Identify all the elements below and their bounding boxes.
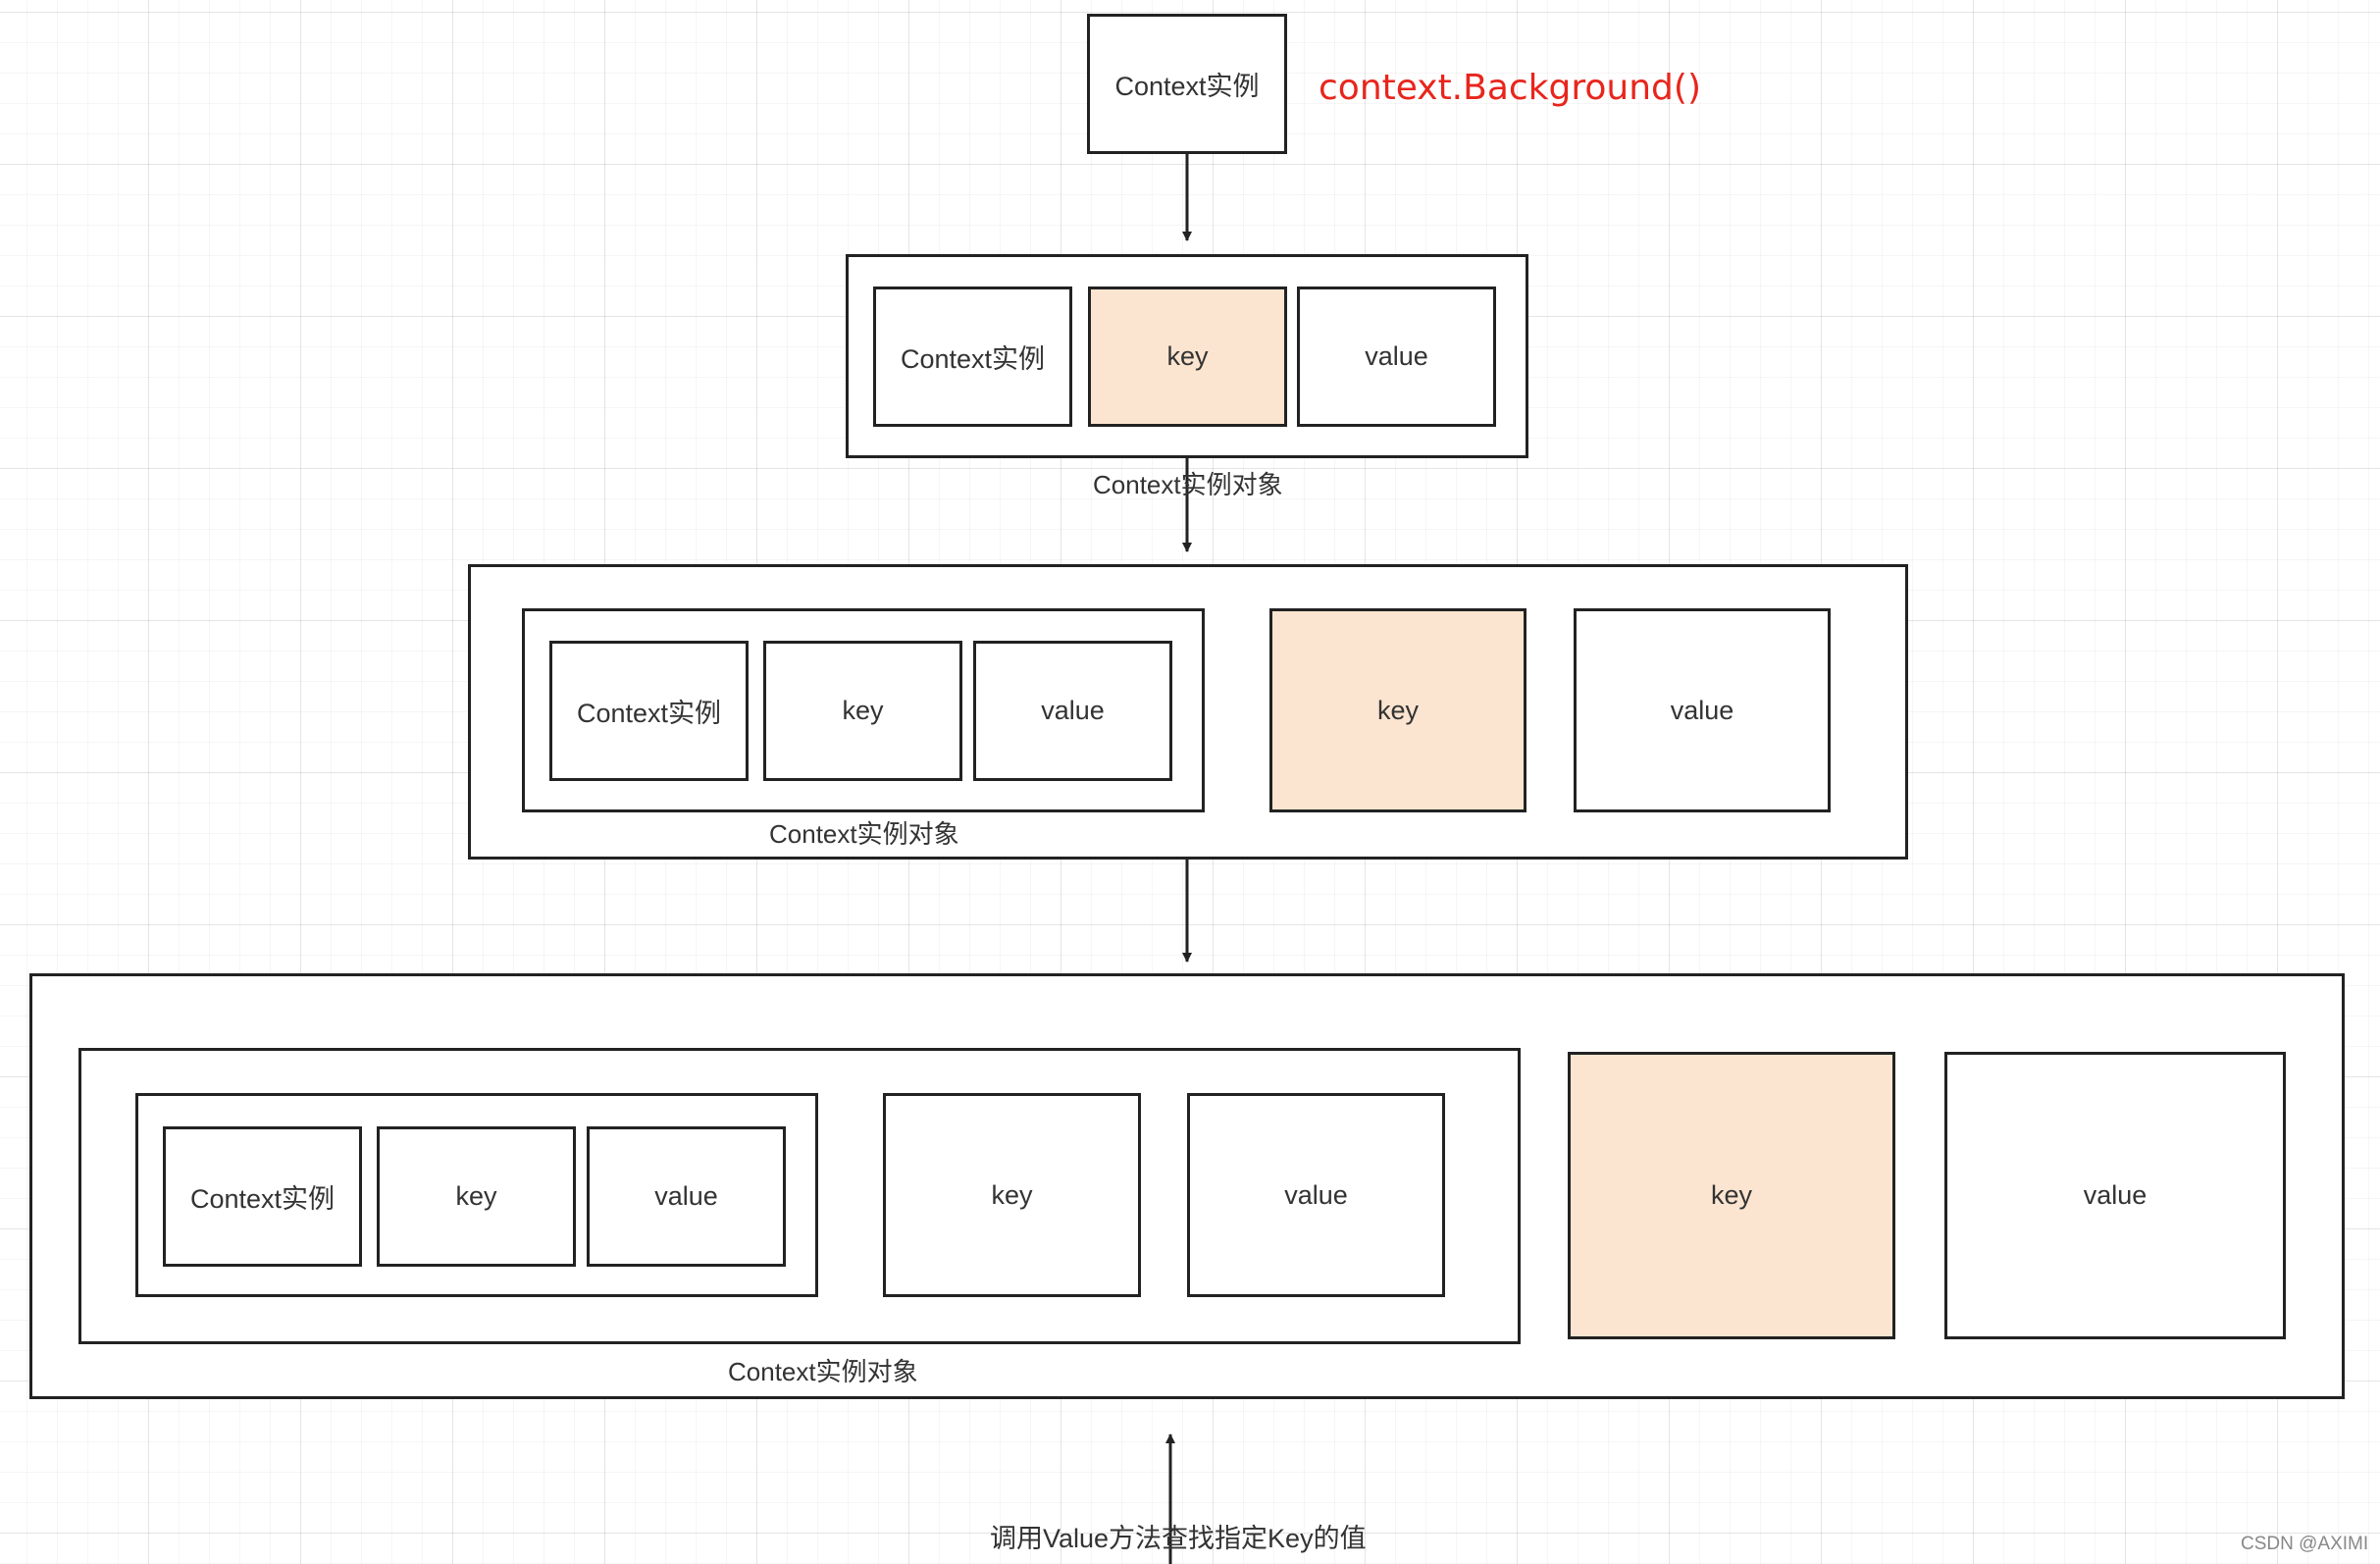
level2-inner-value-box: value bbox=[973, 641, 1172, 781]
lookup-description-label: 调用Value方法查找指定Key的值 bbox=[990, 1524, 1367, 1553]
level2-key-label: key bbox=[1376, 695, 1420, 725]
level2-caption: Context实例对象 bbox=[769, 819, 959, 849]
level3-inner-inner-value-box: value bbox=[587, 1126, 786, 1267]
level3-inner-key-box: key bbox=[883, 1093, 1141, 1297]
background-call-label: context.Background() bbox=[1319, 68, 1701, 108]
level3-inner-inner-key-box: key bbox=[377, 1126, 576, 1267]
level3-inner-inner-value-label: value bbox=[654, 1181, 718, 1211]
level1-key-label: key bbox=[1166, 341, 1209, 371]
level2-inner-key-box: key bbox=[763, 641, 962, 781]
level2-inner-parent-label: Context实例 bbox=[576, 699, 722, 728]
level3-inner-inner-parent-label: Context实例 bbox=[189, 1184, 336, 1214]
level2-inner-key-label: key bbox=[842, 696, 884, 725]
level1-parent-label: Context实例 bbox=[900, 344, 1046, 374]
level3-inner-value-box: value bbox=[1187, 1093, 1445, 1297]
level3-key-label: key bbox=[1710, 1180, 1753, 1210]
level3-inner-inner-key-label: key bbox=[455, 1181, 497, 1211]
level3-inner-context-frame bbox=[78, 1048, 1521, 1344]
level1-caption: Context实例对象 bbox=[1093, 470, 1283, 499]
level1-key-box: key bbox=[1088, 287, 1287, 427]
level1-value-box: value bbox=[1297, 287, 1496, 427]
level3-key-box: key bbox=[1568, 1052, 1895, 1339]
level2-inner-context-frame bbox=[522, 608, 1205, 812]
level2-key-box: key bbox=[1269, 608, 1526, 812]
level2-inner-parent-box: Context实例 bbox=[549, 641, 749, 781]
level3-value-box: value bbox=[1944, 1052, 2286, 1339]
level3-value-label: value bbox=[2083, 1180, 2147, 1210]
level1-parent-box: Context实例 bbox=[873, 287, 1072, 427]
level3-inner-inner-parent-box: Context实例 bbox=[163, 1126, 362, 1267]
top-context-instance-label: Context实例 bbox=[1114, 72, 1260, 101]
level1-value-label: value bbox=[1365, 341, 1428, 371]
level2-value-box: value bbox=[1574, 608, 1831, 812]
level2-value-label: value bbox=[1670, 695, 1734, 725]
top-context-instance-box: Context实例 bbox=[1087, 14, 1287, 154]
level3-inner-inner-context-frame bbox=[135, 1093, 818, 1297]
level2-inner-value-label: value bbox=[1041, 696, 1105, 725]
level3-inner-key-label: key bbox=[991, 1179, 1033, 1210]
level3-caption: Context实例对象 bbox=[728, 1357, 918, 1386]
watermark: CSDN @AXIMI bbox=[2241, 1534, 2369, 1554]
level3-inner-value-label: value bbox=[1284, 1179, 1348, 1210]
